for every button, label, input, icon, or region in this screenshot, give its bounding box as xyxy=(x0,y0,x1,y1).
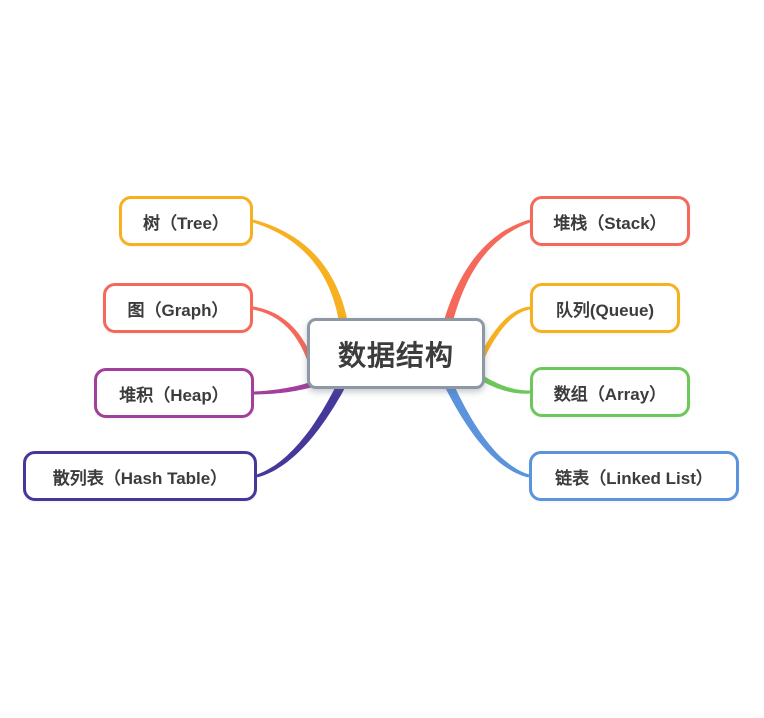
connector-hash xyxy=(256,379,347,478)
node-linked-list[interactable]: 链表（Linked List） xyxy=(529,451,739,501)
connector-array xyxy=(480,375,531,394)
central-node-data-structure[interactable]: 数据结构 xyxy=(307,318,485,389)
connector-queue xyxy=(479,306,531,359)
node-heap[interactable]: 堆积（Heap） xyxy=(94,368,254,418)
node-array[interactable]: 数组（Array） xyxy=(530,367,690,417)
connector-linked xyxy=(443,381,530,478)
connector-stack xyxy=(442,219,531,328)
connector-tree xyxy=(252,219,350,333)
node-tree[interactable]: 树（Tree） xyxy=(119,196,253,246)
connector-graph xyxy=(252,306,313,361)
connector-heap xyxy=(254,381,314,395)
node-queue[interactable]: 队列(Queue) xyxy=(530,283,680,333)
node-graph[interactable]: 图（Graph） xyxy=(103,283,253,333)
node-stack[interactable]: 堆栈（Stack） xyxy=(530,196,690,246)
node-hash-table[interactable]: 散列表（Hash Table） xyxy=(23,451,257,501)
